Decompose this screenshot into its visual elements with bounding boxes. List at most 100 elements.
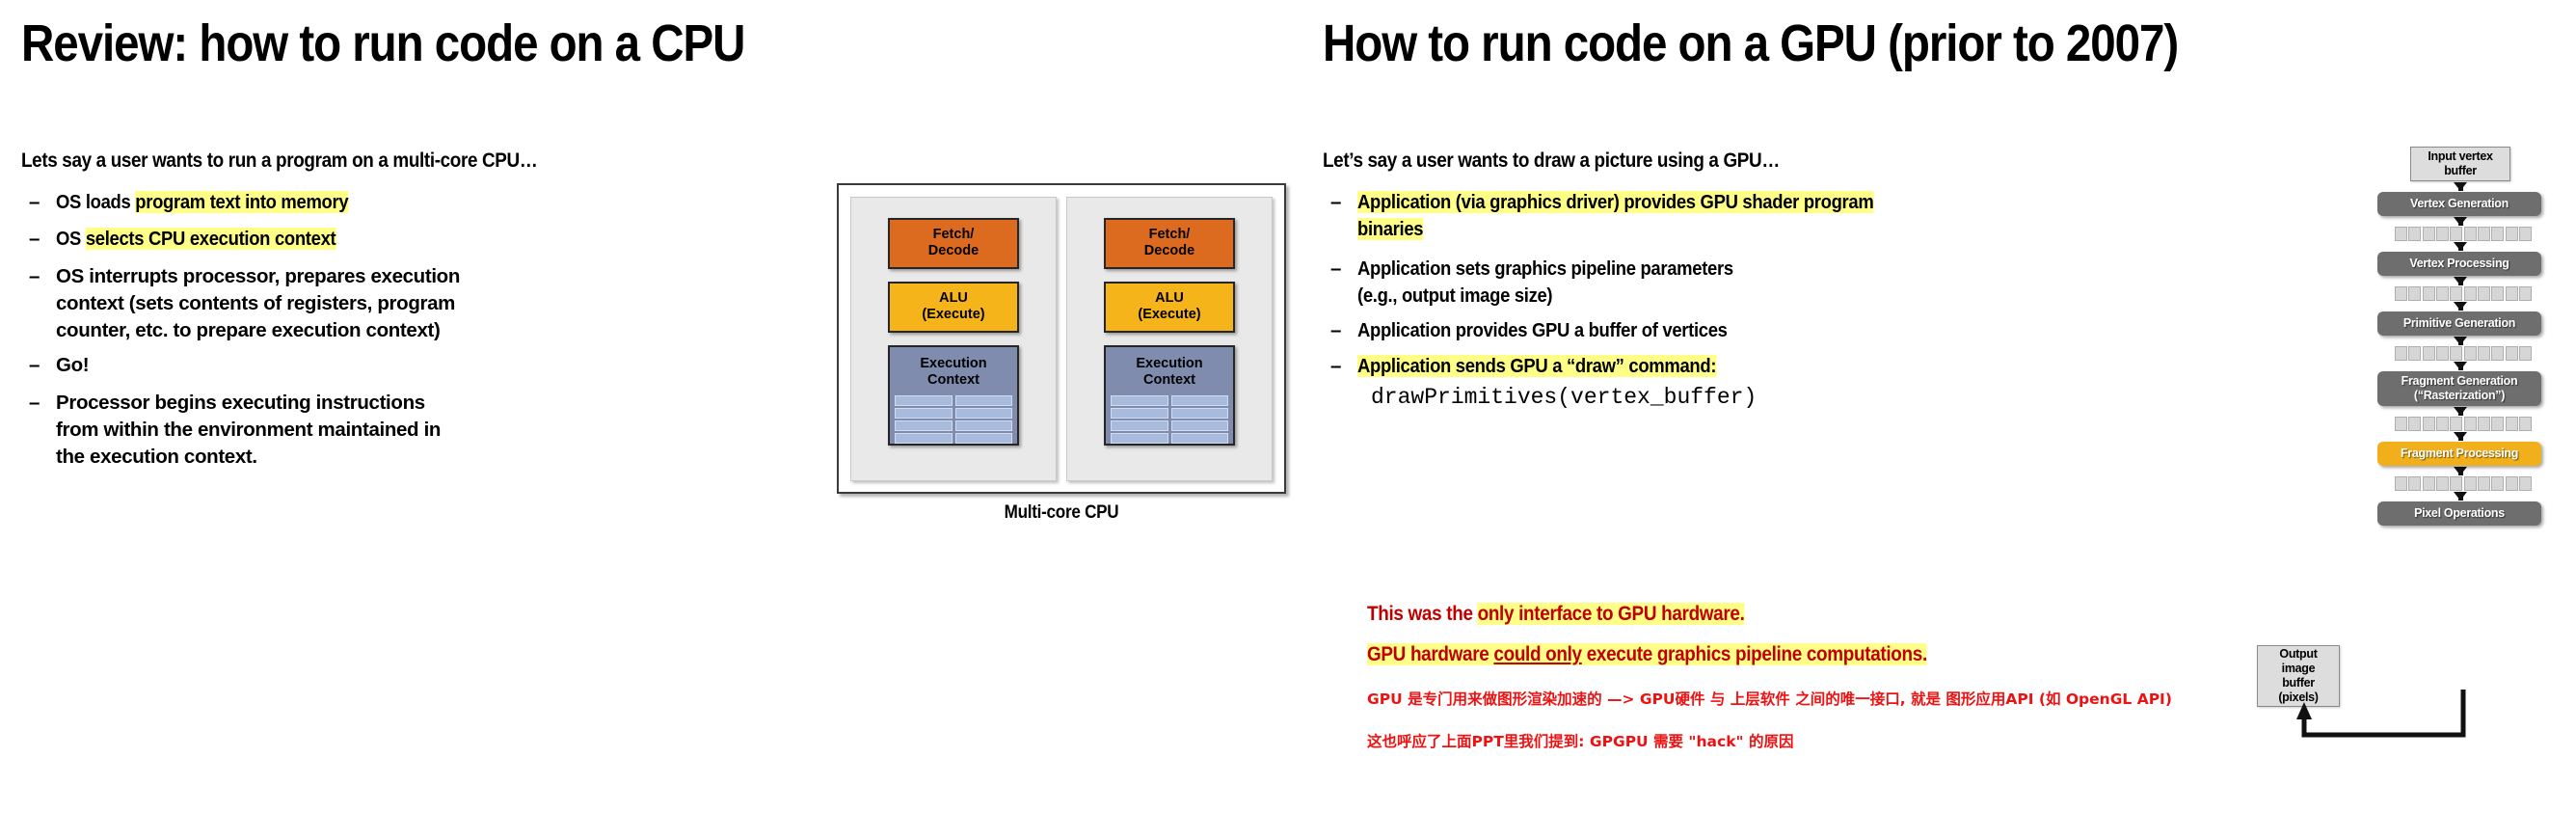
cpu-diagram-caption: Multi-core CPU	[1004, 502, 1119, 523]
tick	[2436, 476, 2449, 491]
output-image-buffer-line3: (pixels)	[2278, 690, 2319, 704]
list-item: – OS loads program text into memory	[29, 189, 791, 216]
tick	[2491, 286, 2505, 301]
fetch-decode-label-line2: Decode	[927, 243, 979, 258]
list-item: – Application sets graphics pipeline par…	[1330, 256, 2063, 311]
right-slide-lead: Let’s say a user wants to draw a picture…	[1323, 149, 1780, 172]
tick	[2505, 417, 2518, 431]
tick	[2491, 346, 2505, 361]
callout-line-1: This was the only interface to GPU hardw…	[1367, 603, 1745, 626]
callout-line-2-a: GPU hardware	[1367, 643, 1494, 665]
pipeline-feedback-path	[2296, 690, 2466, 738]
register-cell	[1170, 420, 1228, 432]
register-cell	[1111, 395, 1168, 407]
bullet-text-highlight-line2: binaries	[1357, 218, 1424, 241]
tick	[2463, 286, 2477, 301]
tick	[2422, 417, 2435, 431]
tick	[2505, 476, 2518, 491]
right-bullet-list: – Application (via graphics driver) prov…	[1330, 189, 2063, 422]
tick	[2408, 476, 2422, 491]
execution-context-label-line1: Execution	[1136, 355, 1203, 371]
tick	[2519, 346, 2532, 361]
tick	[2463, 476, 2477, 491]
cpu-core: Fetch/ Decode ALU (Execute) Execution Co…	[850, 196, 1057, 481]
fetch-decode-label-line2: Decode	[1143, 243, 1195, 258]
execution-context-unit: Execution Context	[888, 344, 1019, 446]
tick	[2408, 227, 2422, 241]
tick	[2491, 476, 2505, 491]
draw-command-code: drawPrimitives(vertex_buffer)	[1371, 384, 1758, 410]
tick	[2422, 476, 2435, 491]
register-cell	[1170, 433, 1228, 445]
register-cell	[954, 395, 1012, 407]
register-grid	[895, 395, 1012, 445]
arrow-down-icon	[2454, 242, 2467, 251]
execution-context-label-line2: Context	[927, 371, 979, 388]
data-stream-ticks	[2395, 476, 2532, 491]
left-slide-title: Review: how to run code on a CPU	[21, 14, 745, 72]
tick	[2463, 346, 2477, 361]
register-cell	[954, 420, 1012, 432]
bullet-text-line2: (e.g., output image size)	[1357, 284, 1553, 307]
data-stream-ticks	[2395, 346, 2532, 361]
callout-line-2-b: execute graphics pipeline computations.	[1581, 643, 1928, 665]
tick	[2505, 346, 2518, 361]
tick	[2422, 227, 2435, 241]
arrow-down-icon	[2454, 182, 2467, 191]
tick	[2450, 286, 2463, 301]
bullet-text-highlight: selects CPU execution context	[85, 228, 336, 251]
tick	[2478, 346, 2490, 361]
tick	[2436, 227, 2449, 241]
callout-line-2-underlined: could only	[1493, 643, 1582, 665]
bullet-dash: –	[29, 391, 40, 414]
register-cell	[895, 395, 953, 407]
register-grid	[1111, 395, 1228, 445]
tick	[2491, 417, 2505, 431]
tick	[2463, 227, 2477, 241]
pipeline-stage-fragment-generation: Fragment Generation (“Rasterization”)	[2377, 371, 2541, 406]
bullet-dash: –	[29, 264, 40, 287]
input-vertex-buffer-line2: buffer	[2444, 164, 2477, 177]
tick	[2519, 476, 2532, 491]
fetch-decode-label-line1: Fetch/	[1148, 226, 1191, 242]
output-image-buffer-line2: buffer	[2282, 676, 2315, 690]
data-stream-ticks	[2395, 227, 2532, 241]
pipeline-stage-vertex-processing: Vertex Processing	[2377, 252, 2541, 276]
callout-chinese-line-1: GPU 是专门用来做图形渲染加速的 —> GPU硬件 与 上层软件 之间的唯一接…	[1367, 690, 2172, 708]
arrow-down-icon	[2454, 492, 2467, 501]
tick	[2478, 286, 2490, 301]
register-cell	[1111, 420, 1168, 432]
register-column	[1111, 395, 1168, 445]
bullet-dash: –	[29, 228, 40, 251]
gpu-graphics-pipeline-diagram: Input vertex buffer Vertex Generation Ve…	[2377, 147, 2549, 526]
input-vertex-buffer-box: Input vertex buffer	[2410, 147, 2510, 181]
tick	[2408, 346, 2422, 361]
callout-chinese-line-2: 这也呼应了上面PPT里我们提到: GPGPU 需要 "hack" 的原因	[1367, 733, 1794, 750]
alu-unit: ALU (Execute)	[888, 281, 1019, 333]
tick	[2422, 286, 2435, 301]
register-cell	[895, 420, 953, 432]
register-cell	[954, 408, 1012, 420]
bullet-text-highlight: program text into memory	[135, 191, 349, 213]
register-column	[895, 395, 953, 445]
arrow-down-icon	[2454, 217, 2467, 226]
bullet-text: Processor begins executing instructions …	[56, 391, 442, 469]
register-column	[954, 395, 1012, 445]
tick	[2395, 227, 2407, 241]
bullet-dash: –	[1330, 191, 1342, 213]
bullet-text-highlight-line1: Application (via graphics driver) provid…	[1357, 191, 1874, 213]
register-cell	[895, 408, 953, 420]
register-cell	[954, 433, 1012, 445]
bullet-text: Application provides GPU a buffer of ver…	[1357, 319, 1728, 342]
list-item: – Application (via graphics driver) prov…	[1330, 189, 2063, 244]
tick	[2505, 286, 2518, 301]
left-bullet-list: – OS loads program text into memory – OS…	[29, 189, 791, 481]
bullet-dash: –	[29, 354, 40, 377]
register-cell	[895, 433, 953, 445]
fragment-generation-line1: Fragment Generation	[2401, 374, 2518, 389]
alu-label-line2: (Execute)	[922, 307, 985, 322]
list-item: – Processor begins executing instruction…	[29, 390, 791, 472]
list-item: – Application provides GPU a buffer of v…	[1330, 317, 2063, 344]
register-cell	[1111, 433, 1168, 445]
bullet-dash: –	[1330, 355, 1342, 378]
